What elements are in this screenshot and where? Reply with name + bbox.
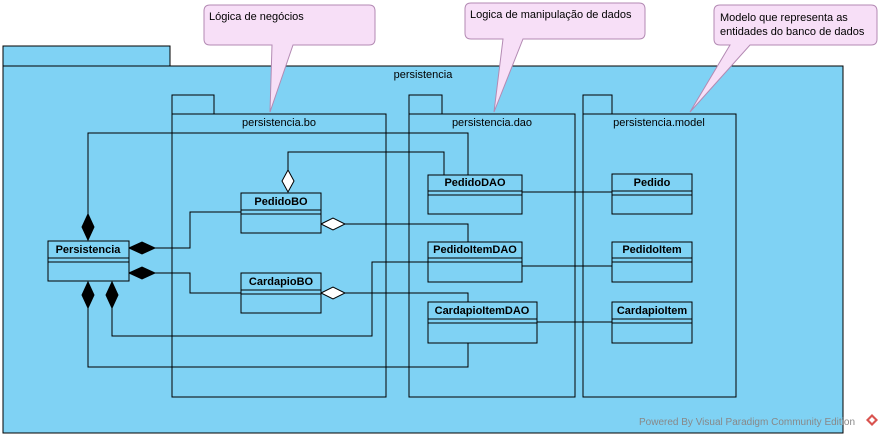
composition-diamond-persistencia-bottom-right — [105, 280, 119, 310]
package-bo-label: persistencia.bo — [242, 117, 316, 129]
package-persistencia-label: persistencia — [394, 69, 454, 81]
class-pedidobo[interactable]: PedidoBO — [240, 192, 322, 234]
package-persistencia-bo[interactable]: persistencia.bo — [171, 94, 387, 398]
class-pedidobo-name: PedidoBO — [254, 196, 308, 208]
composition-diamond-persistencia-bottom-left — [81, 280, 95, 310]
note-logica-negocios[interactable]: Lógica de negócios — [203, 4, 376, 113]
aggregation-diamond-pedidobo-right — [319, 217, 347, 231]
connectors — [87, 132, 612, 368]
note-bo-text: Lógica de negócios — [209, 11, 304, 23]
class-pedidoitem[interactable]: PedidoItem — [611, 241, 693, 283]
note-model-text-line2: entidades do banco de dados — [720, 26, 865, 38]
class-cardapioitem[interactable]: CardapioItem — [611, 301, 693, 344]
class-persistencia[interactable]: Persistencia — [47, 240, 130, 282]
package-model-label: persistencia.model — [613, 117, 705, 129]
note-modelo-entidades[interactable]: Modelo que representa as entidades do ba… — [689, 4, 878, 113]
class-cardapioitem-name: CardapioItem — [617, 305, 688, 317]
class-cardapiobo-name: CardapioBO — [249, 276, 314, 288]
visual-paradigm-logo-icon — [866, 414, 878, 426]
note-model-text-line1: Modelo que representa as — [720, 12, 848, 24]
class-pedidodao[interactable]: PedidoDAO — [427, 174, 523, 215]
package-persistencia-model[interactable]: persistencia.model — [582, 94, 737, 398]
class-pedidoitemdao-name: PedidoItemDAO — [433, 244, 517, 256]
association-diamonds — [81, 168, 347, 310]
aggregation-diamond-cardapiobo-right — [319, 286, 347, 300]
class-cardapioitemdao[interactable]: CardapioItemDAO — [427, 301, 538, 344]
composition-diamond-persistencia-right-upper — [127, 241, 157, 255]
class-cardapioitemdao-name: CardapioItemDAO — [435, 305, 530, 317]
powered-by-footer: Powered By Visual Paradigm Community Edi… — [639, 417, 855, 428]
composition-diamond-persistencia-right-lower — [127, 266, 157, 280]
class-persistencia-name: Persistencia — [56, 244, 122, 256]
class-cardapiobo[interactable]: CardapioBO — [240, 272, 322, 314]
package-dao-label: persistencia.dao — [452, 117, 532, 129]
class-pedidoitem-name: PedidoItem — [622, 244, 682, 256]
class-pedido-name: Pedido — [634, 177, 671, 189]
class-pedidoitemdao[interactable]: PedidoItemDAO — [427, 241, 523, 283]
aggregation-diamond-pedidobo-top — [281, 168, 295, 194]
class-pedidodao-name: PedidoDAO — [444, 177, 506, 189]
class-pedido[interactable]: Pedido — [611, 173, 693, 215]
note-dao-text: Logica de manipulação de dados — [470, 9, 632, 21]
composition-diamond-persistencia-top — [81, 212, 95, 242]
note-logica-manipulacao-dados[interactable]: Logica de manipulação de dados — [464, 2, 646, 113]
